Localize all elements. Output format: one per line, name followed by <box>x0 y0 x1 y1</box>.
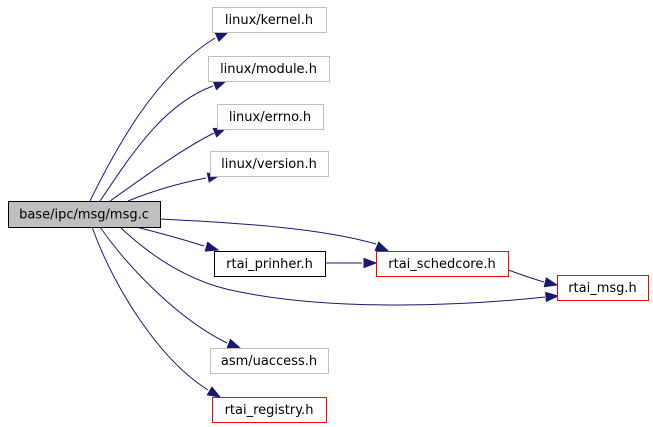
node-label: linux/version.h <box>221 157 317 172</box>
nodes-layer: base/ipc/msg/msg.c linux/kernel.h linux/mo… <box>8 7 649 423</box>
node-errno-h[interactable]: linux/errno.h <box>217 104 324 130</box>
edge-msg_c-to-version_h <box>127 172 222 202</box>
edge-msg_c-to-rtai_msg_h <box>119 226 560 306</box>
edge-line <box>89 37 216 202</box>
node-registry-h[interactable]: rtai_registry.h <box>212 397 327 423</box>
arrowhead-icon <box>545 291 560 303</box>
node-label: rtai_prinher.h <box>226 257 313 272</box>
node-label: base/ipc/msg/msg.c <box>19 208 149 223</box>
edge-line <box>99 226 228 344</box>
edge-msg_c-to-prinher_h <box>135 226 220 252</box>
edge-msg_c-to-schedcore_h <box>159 218 390 252</box>
edges-layer <box>89 31 560 398</box>
edge-line <box>109 132 215 202</box>
arrowhead-icon <box>363 257 378 269</box>
arrowhead-icon <box>214 31 230 42</box>
arrowhead-icon <box>543 277 559 288</box>
edge-line <box>159 218 377 245</box>
node-box <box>557 275 649 301</box>
node-box <box>208 56 330 82</box>
edge-line <box>99 85 214 202</box>
node-rtai-msg-h[interactable]: rtai_msg.h <box>557 275 649 301</box>
edge-line <box>127 177 207 202</box>
node-prinher-h[interactable]: rtai_prinher.h <box>214 251 326 277</box>
node-box <box>214 251 326 277</box>
edge-line <box>119 226 546 306</box>
node-schedcore-h[interactable]: rtai_schedcore.h <box>376 251 509 277</box>
arrowhead-icon <box>374 241 390 252</box>
node-label: linux/kernel.h <box>225 13 313 28</box>
edge-msg_c-to-errno_h <box>109 127 228 202</box>
node-version-h[interactable]: linux/version.h <box>210 151 329 177</box>
arrowhead-icon <box>212 80 228 91</box>
node-box <box>8 201 161 228</box>
edge-msg_c-to-module_h <box>99 80 228 202</box>
edge-msg_c-to-kernel_h <box>89 31 230 202</box>
node-uaccess-h[interactable]: asm/uaccess.h <box>210 348 329 374</box>
arrowhead-icon <box>206 386 222 398</box>
node-box <box>376 251 509 277</box>
node-label: asm/uaccess.h <box>221 354 317 369</box>
node-module-h[interactable]: linux/module.h <box>208 56 330 82</box>
edge-prinher_h-to-schedcore_h <box>325 257 378 269</box>
node-kernel-h[interactable]: linux/kernel.h <box>212 7 327 33</box>
edge-msg_c-to-registry_h <box>91 226 222 398</box>
node-label: rtai_schedcore.h <box>388 257 495 272</box>
node-label: rtai_registry.h <box>225 403 314 418</box>
edge-line <box>135 226 205 247</box>
node-box <box>210 151 329 177</box>
node-box <box>217 104 324 130</box>
arrowhead-icon <box>204 241 220 252</box>
edge-msg_c-to-uaccess_h <box>99 226 242 349</box>
edge-line <box>91 226 209 391</box>
node-box <box>212 7 327 33</box>
edge-schedcore_h-to-rtai_msg_h <box>507 269 559 288</box>
node-label: rtai_msg.h <box>568 281 637 296</box>
node-box <box>212 397 327 423</box>
edge-line <box>507 269 545 283</box>
node-label: linux/errno.h <box>229 110 311 125</box>
arrowhead-icon <box>226 338 242 349</box>
node-msg-c: base/ipc/msg/msg.c <box>8 201 161 228</box>
node-label: linux/module.h <box>220 62 317 77</box>
node-box <box>210 348 329 374</box>
